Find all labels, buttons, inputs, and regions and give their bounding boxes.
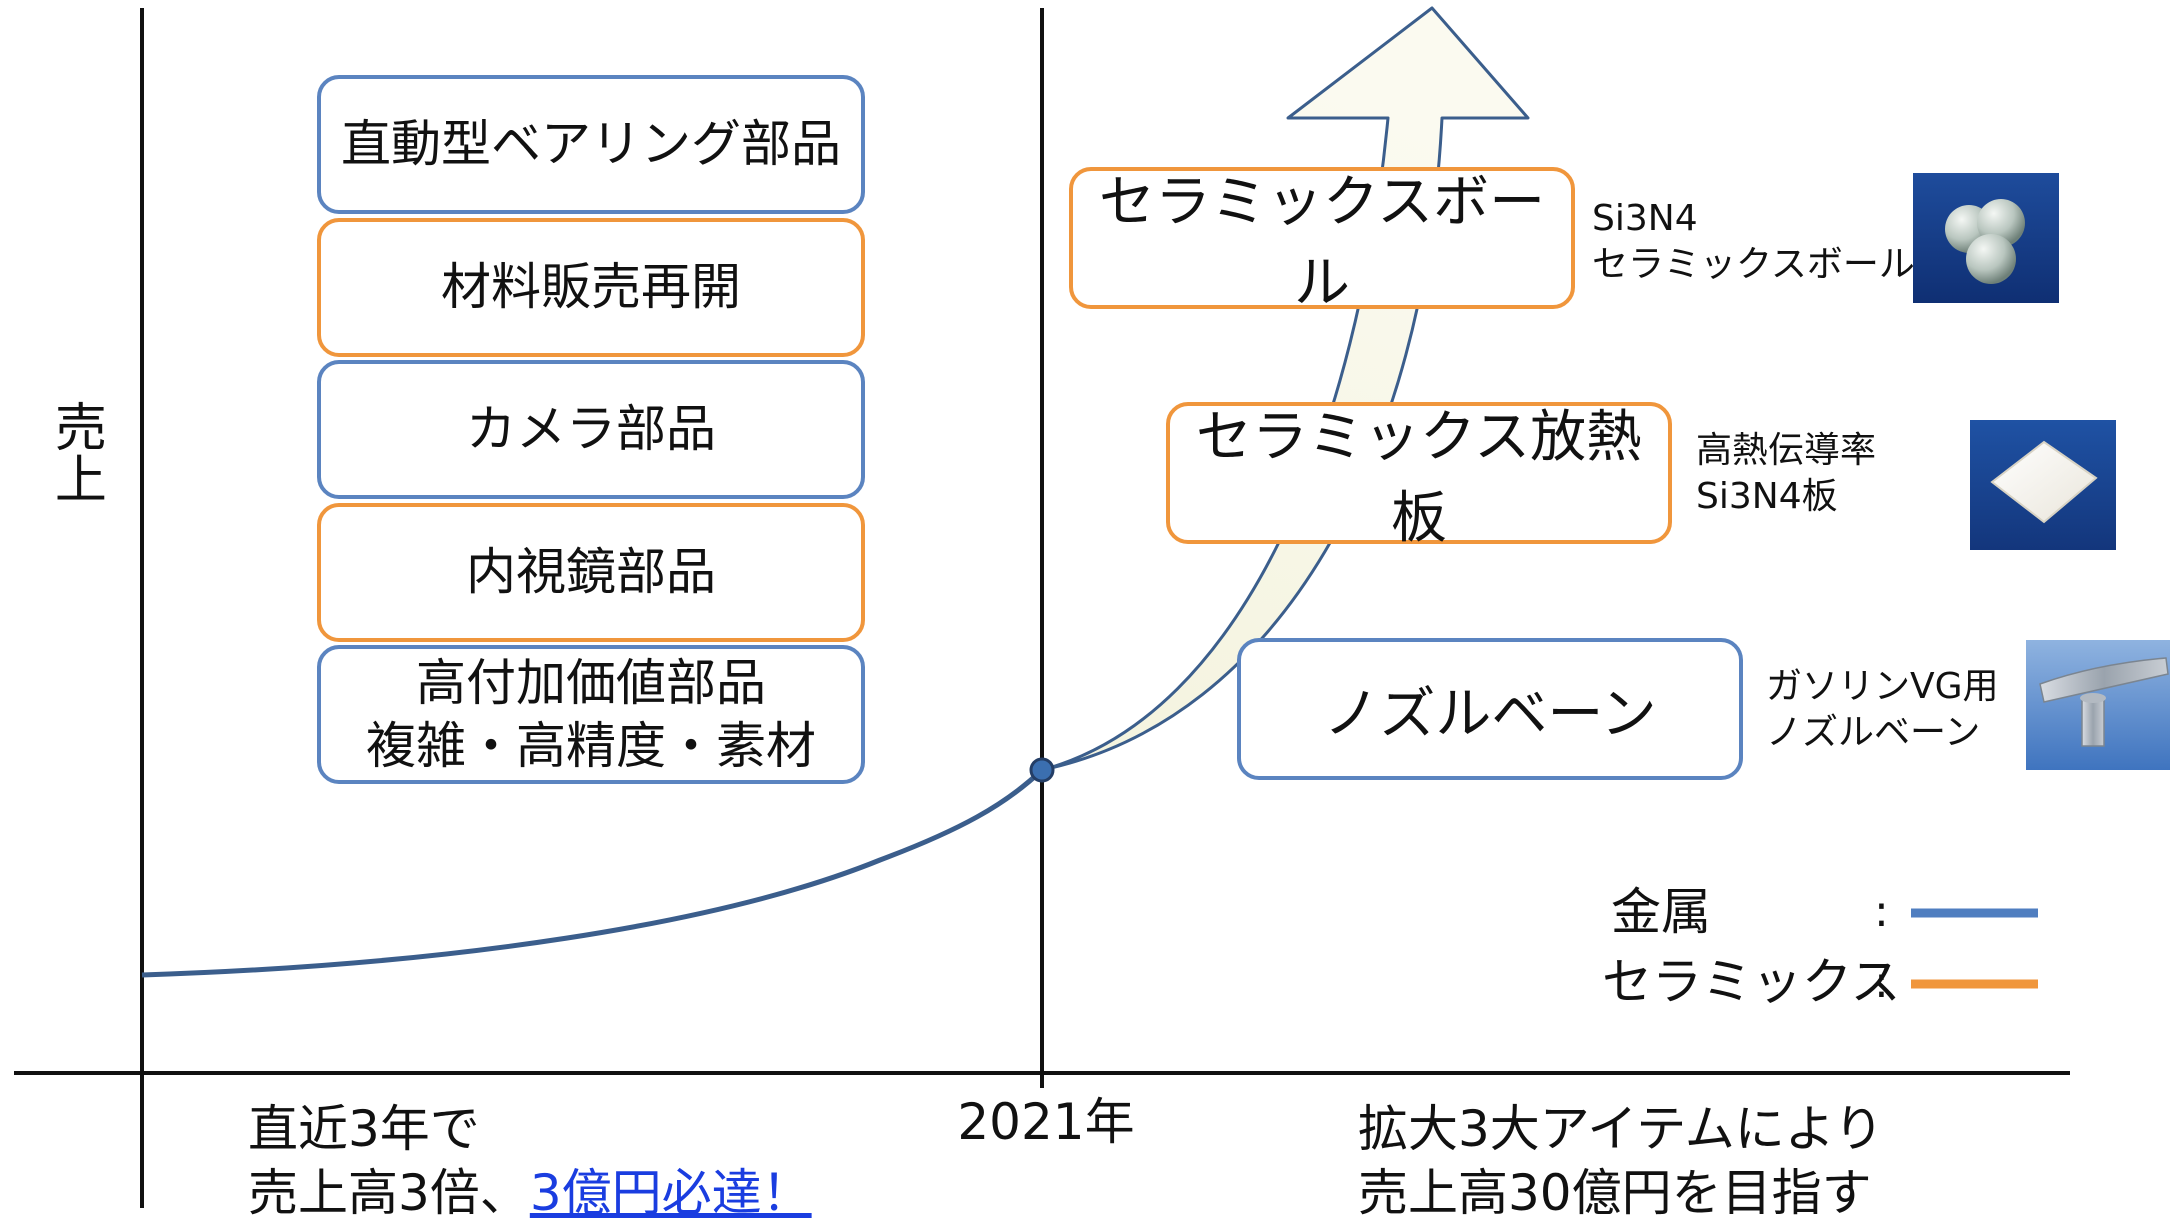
item-box-nozzle-vane: ノズルベーン <box>1237 638 1743 780</box>
note-nozzle-vane: ガソリンVG用 ノズルベーン <box>1766 666 1999 754</box>
legend-metal-sep: : <box>1874 886 1889 937</box>
left-box-endoscope-parts: 内視鏡部品 <box>317 503 865 642</box>
left-box-high-value-parts: 高付加価値部品 複雑・高精度・素材 <box>317 645 865 784</box>
note-heat-sink: 高熱伝導率 Si3N4板 <box>1696 430 1877 518</box>
sales-curve <box>141 768 1044 978</box>
year-2021-label: 2021年 <box>957 1093 1135 1151</box>
ceramic-balls-photo <box>1913 173 2059 303</box>
target-link[interactable]: 3億円必達！ <box>529 1164 812 1219</box>
y-axis-label: 売上 <box>45 400 106 504</box>
legend-ceramic-label: セラミックス <box>1602 953 1901 1011</box>
left-box-linear-bearing: 直動型ベアリング部品 <box>317 75 865 214</box>
bottom-left-caption: 直近3年で 売上高3倍、3億円必達！ <box>248 1097 812 1219</box>
legend-ceramic-sep: : <box>1874 957 1889 1008</box>
year-2021-point <box>1029 757 1055 783</box>
heat-sink-plate-photo <box>1970 420 2116 550</box>
item-box-ceramic-ball: セラミックスボール <box>1069 167 1575 316</box>
note-ceramic-ball: Si3N4 セラミックスボール <box>1592 198 1915 286</box>
left-box-material-sales: 材料販売再開 <box>317 218 865 357</box>
left-box-camera-parts: カメラ部品 <box>317 360 865 499</box>
legend-metal-label: 金属 <box>1611 883 1711 941</box>
nozzle-vane-photo <box>2026 640 2170 770</box>
item-box-heat-sink: セラミックス放熱板 <box>1166 402 1672 551</box>
bottom-right-caption: 拡大3大アイテムにより 売上高30億円を目指す <box>1358 1100 1884 1219</box>
